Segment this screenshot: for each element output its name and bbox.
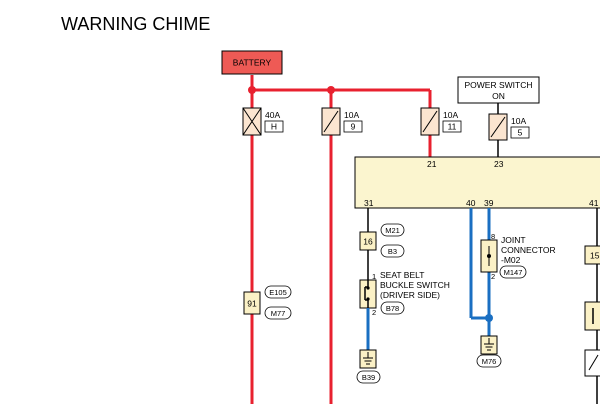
black-wires: [367, 208, 598, 350]
tag-b3: B3: [388, 247, 397, 256]
joint-connector-label-3: -M02: [501, 255, 521, 265]
power-switch-line1: POWER SWITCH: [465, 80, 533, 90]
connector-91-box: [243, 291, 261, 315]
seat-belt-label-1: SEAT BELT: [380, 270, 424, 280]
tag-m21: M21: [385, 226, 400, 235]
right-sensor-box: [584, 349, 600, 377]
fuse-40a-rating: 40A: [265, 110, 280, 120]
connector-16-pin: 16: [363, 237, 373, 247]
fuse-10a-11: [420, 107, 440, 136]
control-module-box: [354, 156, 600, 209]
switch-dot: [366, 297, 370, 301]
splice-dot: [248, 86, 256, 94]
switch-dot: [366, 286, 370, 290]
tag-b39-box: [356, 370, 381, 384]
ground-m76-box: [480, 335, 498, 355]
joint-connector-dot: [487, 254, 491, 258]
module-pin-23: 23: [494, 159, 504, 169]
fuse-11-id: 11: [448, 122, 457, 132]
switch-contact-icon: [364, 280, 369, 308]
power-switch-line2: ON: [492, 91, 505, 101]
seat-belt-pin1: 1: [372, 272, 376, 281]
module-pin-40: 40: [466, 198, 476, 208]
fuse-40a: [242, 107, 262, 136]
fuse-10a-9: [321, 107, 341, 136]
connector-15-pin: 15: [590, 251, 600, 261]
fuse-5-rating: 10A: [511, 116, 526, 126]
module-pin-31: 31: [364, 198, 374, 208]
connector-91-pin: 91: [247, 299, 257, 309]
seat-belt-label-2: BUCKLE SWITCH: [380, 280, 450, 290]
fuse-9-id-box: [343, 120, 363, 133]
module-pin-21: 21: [427, 159, 437, 169]
tag-e105-box: [264, 285, 292, 299]
splice-dot: [485, 314, 493, 322]
red-wires: [250, 75, 432, 404]
fuse-40a-id-box: [264, 120, 284, 133]
seat-belt-label-3: (DRIVER SIDE): [380, 290, 440, 300]
connector-16-box: [359, 231, 377, 251]
tag-b3-box: [380, 244, 405, 258]
tag-m147-box: [499, 265, 527, 279]
power-switch-box: [457, 76, 540, 104]
fuse-10a-5: [488, 113, 508, 141]
right-sensor-mark: [588, 354, 599, 371]
tag-m77-box: [264, 306, 292, 320]
fuse-5-id-box: [510, 126, 530, 139]
battery-label: BATTERY: [233, 58, 272, 68]
module-pin-39: 39: [484, 198, 494, 208]
module-pin-41: 41: [589, 198, 599, 208]
joint-pin2: 2: [491, 272, 495, 281]
joint-connector-label-1: JOINT: [501, 235, 526, 245]
splice-dot: [327, 86, 335, 94]
tag-m21-box: [380, 223, 405, 237]
fuse-40a-id: H: [271, 122, 277, 132]
ground-b39-box: [359, 349, 377, 369]
fuse-9-rating: 10A: [344, 110, 359, 120]
tag-m77: M77: [271, 309, 286, 318]
tag-e105: E105: [269, 288, 287, 297]
tag-b78: B78: [386, 304, 399, 313]
fuse-11-id-box: [442, 120, 462, 133]
seat-belt-pin2: 2: [372, 308, 376, 317]
joint-pin8: 8: [491, 232, 495, 241]
tag-b39: B39: [362, 373, 375, 382]
fuse-9-id: 9: [351, 122, 356, 132]
ground-icon: [484, 338, 494, 351]
tag-b78-box: [380, 301, 405, 315]
ground-icon: [363, 352, 373, 365]
tag-m76-box: [476, 354, 502, 368]
connector-15-box: [584, 245, 600, 265]
tag-m147: M147: [504, 268, 523, 277]
tag-m76: M76: [482, 357, 497, 366]
fuse-5-id: 5: [518, 128, 523, 138]
joint-connector-label-2: CONNECTOR: [501, 245, 556, 255]
diagram-title: WARNING CHIME: [61, 14, 210, 34]
battery-box: [221, 50, 283, 75]
fuse-11-rating: 10A: [443, 110, 458, 120]
